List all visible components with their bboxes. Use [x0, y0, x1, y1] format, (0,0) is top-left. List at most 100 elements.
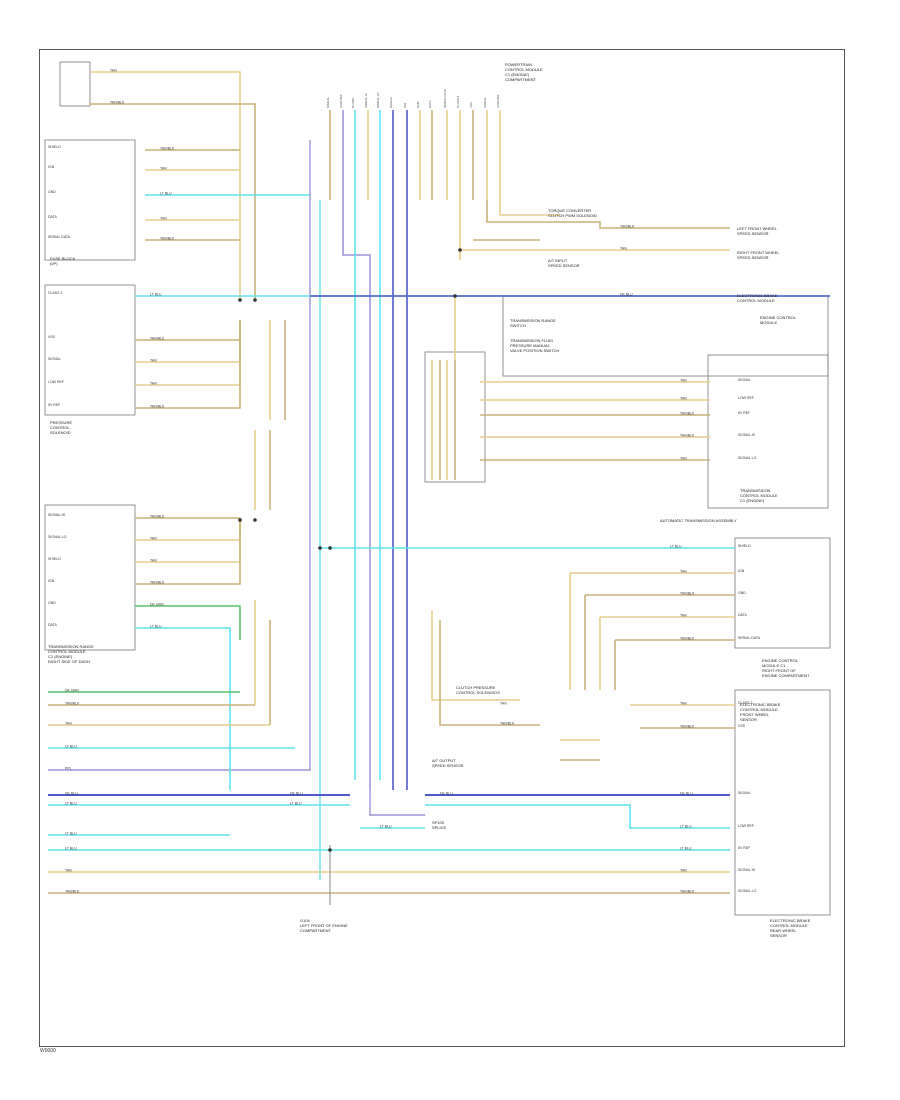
wire-l3-2 — [135, 520, 241, 563]
wire-label-41: TAN/BLK — [680, 637, 695, 641]
wire-label-19: TAN/BLK — [65, 702, 80, 706]
wire-label-17: LT BLU — [150, 625, 162, 629]
pin-label-32: DATA — [48, 623, 57, 627]
splice-1 — [458, 248, 462, 252]
wire-label-0: TAN — [110, 69, 117, 73]
pin-label-top-9: SERIAL DATA — [443, 89, 447, 108]
pin-label-3: SIGNAL HI — [738, 433, 755, 437]
wire-label-25: LT BLU — [65, 832, 77, 836]
wire-label-48: TAN/BLK — [680, 890, 695, 894]
label-splice-center: SP100 SPLICE — [432, 820, 447, 830]
pin-label-30: IGN — [48, 579, 55, 583]
pin-label-top-4: SIGNAL LO — [376, 92, 380, 108]
label-pressure-switch: TRANSMISSION FLUID PRESSURE MANUAL VALVE… — [510, 338, 560, 353]
wire-label-1: TAN/BLK — [110, 101, 125, 105]
label-ground-bottom: G104 LEFT FRONT OF ENGINE COMPARTMENT — [300, 918, 348, 933]
wire-label-3: TAN — [160, 167, 167, 171]
pin-label-top-0: SIGNAL — [326, 97, 330, 108]
pin-label-7: GND — [738, 591, 746, 595]
wire-label-42: TAN — [680, 702, 687, 706]
wire-l3-green — [135, 605, 241, 640]
wire-left-purple — [48, 140, 311, 771]
wire-label-53: DK BLU — [290, 792, 303, 796]
component-box-left-3 — [44, 504, 136, 651]
pin-label-24: SIGNAL — [48, 357, 61, 361]
wire-label-8: TAN/BLK — [150, 337, 165, 341]
pin-label-28: SIGNAL LO — [48, 535, 67, 539]
wire-label-52: LT BLU — [380, 825, 392, 829]
wire-label-11: TAN/BLK — [150, 405, 165, 409]
wire-label-39: TAN/BLK — [680, 592, 695, 596]
pin-label-13: LOW REF — [738, 824, 754, 828]
splice-ground — [328, 848, 332, 852]
pin-label-26: 5V REF — [48, 403, 60, 407]
wire-label-12: TAN/BLK — [150, 515, 165, 519]
pin-label-5: SHIELD — [738, 544, 751, 548]
pin-label-27: SIGNAL HI — [48, 513, 65, 517]
pin-label-top-12: SIGNAL — [483, 97, 487, 108]
wire-label-7: LT BLU — [150, 293, 162, 297]
wire-label-16: DK GRN — [150, 603, 164, 607]
label-pcm-top: POWERTRAIN CONTROL MODULE C1 (ENGINE) CO… — [505, 62, 543, 82]
wire-label-20: TAN — [65, 722, 72, 726]
component-box-trans-module — [707, 354, 829, 509]
label-lower-left: TRANSMISSION RANGE CONTROL MODULE C2 (EN… — [48, 644, 94, 664]
label-ecm-right: ENGINE CONTROL MODULE C1 RIGHT FRONT OF … — [762, 658, 810, 678]
pin-label-top-8: DATA — [428, 100, 432, 108]
wire-label-15: TAN/BLK — [150, 581, 165, 585]
wire-l3-ltblue — [135, 627, 231, 790]
pin-label-10: CLASS 2 — [738, 701, 752, 705]
label-clutch-solenoids: CLUTCH PRESSURE CONTROL SOLENOIDS — [456, 685, 500, 695]
label-output-speed: A/T OUTPUT SPEED SENSOR — [432, 758, 464, 768]
label-tcm-right-lower: ELECTRONIC BRAKE CONTROL MODULE REAR WHE… — [770, 918, 811, 938]
wire-label-40: TAN — [680, 614, 687, 618]
pin-label-31: GND — [48, 601, 56, 605]
wire-ru-1 — [499, 200, 560, 216]
pin-label-0: SIGNAL — [738, 378, 751, 382]
component-box-ecm-right — [734, 537, 831, 649]
label-ebcm-lower: ELECTRONIC BRAKE CONTROL MODULE FRONT WH… — [740, 702, 781, 722]
wire-label-10: TAN — [150, 382, 157, 386]
wire-label-28: TAN/BLK — [65, 890, 80, 894]
label-fuse-block: FUSE BLOCK (I/P) — [50, 256, 76, 266]
splice-mid — [318, 546, 322, 550]
label-range-switch: TRANSMISSION RANGE SWITCH — [510, 318, 556, 328]
wire-label-34: TAN/BLK — [680, 412, 695, 416]
wire-cb-purple — [369, 790, 425, 816]
wire-l2-3 — [135, 320, 241, 409]
pin-label-16: SIGNAL LO — [738, 889, 757, 893]
wire-label-21: LT BLU — [65, 745, 77, 749]
wire-label-47: TAN — [680, 869, 687, 873]
label-pcm-connector: PRESSURE CONTROL SOLENOID — [50, 420, 73, 435]
wire-l2-1 — [135, 320, 241, 363]
pin-label-8: DATA — [738, 613, 747, 617]
wire-label-14: TAN — [150, 559, 157, 563]
pin-label-1: LOW REF — [738, 396, 754, 400]
pin-label-17: SHIELD — [48, 145, 61, 149]
splice-5 — [253, 518, 257, 522]
wire-tl-tanblk-1 — [90, 103, 256, 300]
pin-label-29: SHIELD — [48, 557, 61, 561]
pin-label-4: SIGNAL LO — [738, 456, 757, 460]
wire-l2-2 — [135, 320, 241, 386]
label-tcc-pwm: TORQUE CONVERTER CLUTCH PWM SOLENOID — [548, 208, 597, 218]
pin-label-11: VSS — [738, 724, 746, 728]
pin-label-top-5: SHIELD — [389, 96, 393, 108]
pin-label-19: GND — [48, 190, 56, 194]
pin-label-25: LOW REF — [48, 380, 64, 384]
wire-right-ltblue — [425, 804, 730, 829]
wire-l3-3 — [135, 520, 241, 585]
splice-3 — [253, 298, 257, 302]
wire-ru-2 — [486, 200, 730, 229]
label-wheel-lf: LEFT FRONT WHEEL SPEED SENSOR — [737, 226, 777, 236]
pin-label-22: CLASS 2 — [48, 291, 62, 295]
component-box-pcm-mid — [502, 295, 829, 377]
pin-label-21: SERIAL DATA — [48, 235, 71, 239]
wire-trunk-purple — [342, 200, 371, 790]
pin-label-14: 5V REF — [738, 846, 750, 850]
label-trans-module: TRANSMISSION CONTROL MODULE C1 (ENGINE) — [740, 488, 778, 503]
pin-label-2: 5V REF — [738, 411, 750, 415]
pin-label-top-1: LOW REF — [339, 94, 343, 108]
wire-label-49: TAN — [500, 702, 507, 706]
wire-label-38: TAN — [680, 570, 687, 574]
